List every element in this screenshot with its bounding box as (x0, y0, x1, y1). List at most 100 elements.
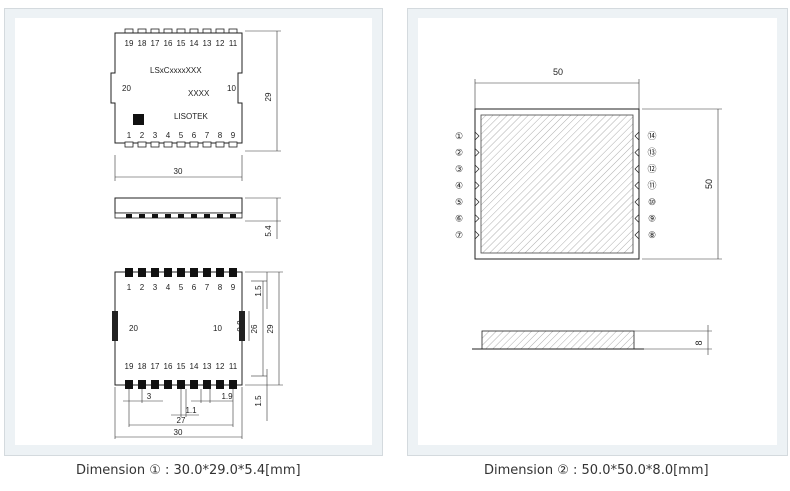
bottom-view-3-label: 3 (147, 392, 152, 401)
dim2-left-pin-notch (474, 181, 480, 190)
dim2-left-pin-label: ② (455, 148, 463, 158)
bottom-view-1-5-top-label: 1.5 (254, 285, 263, 297)
dim2-left-pin-notch (474, 230, 480, 240)
bottom-view-top-pin-number: 8 (218, 283, 223, 292)
bottom-view-bottom-pad (177, 380, 185, 389)
bottom-view-bottom-pad (190, 380, 198, 389)
bottom-view-top-pin-number: 6 (192, 283, 197, 292)
bottom-view-top-pad (138, 268, 146, 277)
dim2-left-pin-notch (474, 148, 480, 157)
bottom-view-bottom-pad (203, 380, 211, 389)
bottom-view-top-pin-number: 3 (153, 283, 158, 292)
dim2-right-pin-notch (634, 197, 640, 207)
bottom-view-bottom-pin-number: 15 (177, 362, 186, 371)
bottom-view-top-pad (151, 268, 159, 277)
dim2-left-pin-notch (474, 164, 480, 174)
bottom-view-left-pad (112, 311, 118, 341)
dim2-right-pin-label: ⑧ (648, 230, 656, 240)
bottom-view-bottom-pad (151, 380, 159, 389)
side-view-pad (230, 214, 236, 218)
dim2-width-label: 50 (553, 67, 563, 77)
top-view-bottom-castellation (163, 141, 173, 148)
dim2-side-body (481, 330, 635, 350)
side-view-50: 8 (472, 325, 712, 355)
bottom-view-bottom-pin-number: 18 (138, 362, 147, 371)
bottom-view-bottom-pin-number: 11 (229, 362, 238, 371)
top-view-bottom-pin-number: 6 (192, 131, 197, 140)
dim2-right-pin-notch (634, 148, 640, 157)
top-view-bottom-pin-number: 8 (218, 131, 223, 140)
dimension1-caption: Dimension ① : 30.0*29.0*5.4[mm] (76, 463, 301, 478)
bottom-view-1-9-label: 1.9 (221, 392, 233, 401)
bottom-view-bottom-pin-number: 14 (190, 362, 199, 371)
side-view-thickness-label: 5.4 (264, 225, 273, 237)
bottom-view-top-pin-number: 4 (166, 283, 171, 292)
bottom-view-bottom-pad (229, 380, 237, 389)
dim2-right-pin-notch (634, 131, 640, 141)
bottom-view-top-pad (125, 268, 133, 277)
top-view-pin-20: 20 (122, 84, 131, 93)
side-view-pad (152, 214, 158, 218)
bottom-view-bottom-pin-number: 19 (125, 362, 134, 371)
top-view-bottom-pin-number: 3 (153, 131, 158, 140)
bottom-view-body (114, 271, 243, 386)
dim2-right-pin-notch (634, 214, 640, 223)
dim2-left-pin-label: ④ (455, 181, 463, 191)
top-view-top-pin-number: 15 (177, 39, 186, 48)
top-view-top-pin-number: 17 (151, 39, 160, 48)
dim2-left-pin-notch (474, 131, 480, 141)
bottom-view-right-pad (239, 311, 245, 341)
dim2-right-pin-label: ⑭ (647, 131, 656, 141)
bottom-view-bottom-pad (164, 380, 172, 389)
bottom-view-pin-20: 20 (129, 324, 138, 333)
bottom-view-30-label: 30 (174, 428, 183, 437)
top-view-top-pin-number: 19 (125, 39, 134, 48)
top-view-top-pin-number: 11 (229, 39, 238, 48)
side-view-pad (191, 214, 197, 218)
top-view-bottom-castellation (215, 141, 225, 148)
bottom-view-top-pin-number: 5 (179, 283, 184, 292)
top-view-top-pin-number: 12 (216, 39, 225, 48)
dim2-left-pin-label: ⑦ (455, 230, 463, 240)
bottom-view-top-pad (216, 268, 224, 277)
bottom-view-top-pad (190, 268, 198, 277)
top-view-bottom-pin-number: 1 (127, 131, 132, 140)
top-view-bottom-pin-number: 4 (166, 131, 171, 140)
top-view-bottom-castellation (150, 141, 160, 148)
top-view-width-label: 30 (174, 167, 183, 176)
bottom-view-1-1-label: 1.1 (185, 406, 197, 415)
bottom-view-top-pin-number: 2 (140, 283, 145, 292)
bottom-view-bottom-pin-number: 13 (203, 362, 212, 371)
top-view-bottom-castellation (137, 141, 147, 148)
bottom-view-1-5-bottom-label: 1.5 (254, 395, 263, 407)
bottom-view-top-pad (229, 268, 237, 277)
brand-text: LISOTEK (174, 112, 208, 121)
dim2-right-pin-label: ⑨ (648, 214, 656, 224)
top-view-height-label: 29 (264, 92, 273, 101)
bottom-view-bottom-pin-number: 17 (151, 362, 160, 371)
bottom-view-bottom-pad (216, 380, 224, 389)
dim2-right-pin-notch (634, 230, 640, 240)
dim2-left-pin-label: ⑥ (455, 214, 463, 224)
top-view-bottom-pin-number: 2 (140, 131, 145, 140)
dim2-left-pin-label: ⑤ (455, 197, 463, 207)
dim2-left-pin-notch (474, 197, 480, 207)
top-view-bottom-castellation (189, 141, 199, 148)
top-view-bottom-castellation (124, 141, 134, 148)
side-view-pad (126, 214, 132, 218)
bottom-view-top-pad (203, 268, 211, 277)
dim2-left-pin-label: ③ (455, 164, 463, 174)
bottom-view-pin-10: 10 (213, 324, 222, 333)
bottom-view-top-pin-number: 1 (127, 283, 132, 292)
code-text: XXXX (188, 89, 210, 98)
top-view-bottom-pin-number: 9 (231, 131, 236, 140)
bottom-view-bottom-pad (138, 380, 146, 389)
dim2-right-pin-notch (634, 164, 640, 174)
bottom-view-26-label: 26 (250, 324, 259, 333)
bottom-view-bottom-pin-number: 12 (216, 362, 225, 371)
